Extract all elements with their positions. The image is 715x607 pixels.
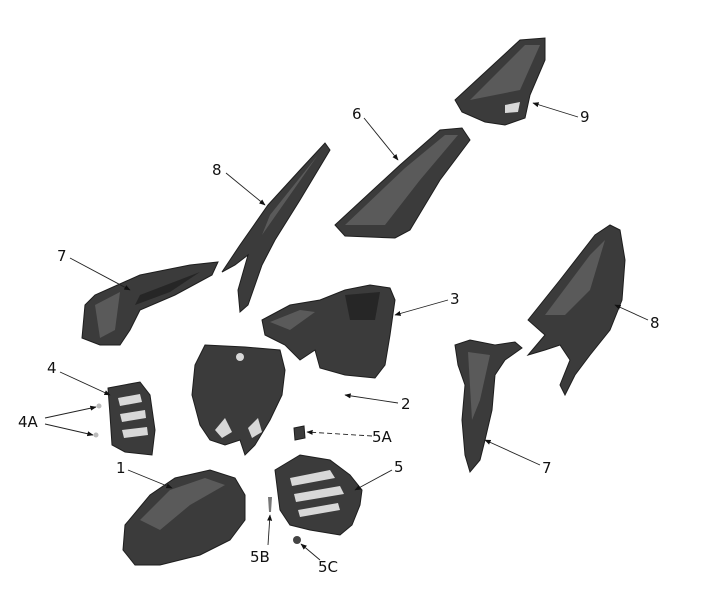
part-5B-screw <box>268 497 272 512</box>
label-5: 5 <box>394 458 404 476</box>
part-6-seat <box>334 127 471 239</box>
label-1: 1 <box>116 459 126 477</box>
label-9: 9 <box>580 108 590 126</box>
label-5B: 5B <box>250 548 270 566</box>
label-7-right: 7 <box>542 459 552 477</box>
label-4: 4 <box>47 359 57 377</box>
leader-lines <box>44 102 649 561</box>
label-5A: 5A <box>372 428 393 446</box>
label-7-left: 7 <box>57 247 67 265</box>
part-7-right-shroud <box>454 339 523 474</box>
part-5-cover <box>274 454 363 536</box>
label-4A: 4A <box>18 413 39 431</box>
label-8-left: 8 <box>212 161 222 179</box>
part-7-left-shroud <box>81 261 219 346</box>
label-8-right: 8 <box>650 314 660 332</box>
part-5A-clip <box>293 425 306 441</box>
part-4A-fasteners <box>93 403 102 438</box>
part-4-grille <box>107 381 156 456</box>
label-3: 3 <box>450 290 460 308</box>
part-5C-screw <box>293 536 301 544</box>
part-labels: 9 6 8 7 3 8 4 4A 2 5A 1 5 7 5B 5C <box>18 105 660 576</box>
part-8-left-side-panel <box>221 142 331 314</box>
part-8-right-side-panel <box>526 224 626 397</box>
label-5C: 5C <box>318 558 338 576</box>
part-3-airbox <box>261 284 396 379</box>
label-6: 6 <box>352 105 362 123</box>
part-1-front-fender <box>122 469 246 566</box>
part-9-rear-fender <box>454 37 546 126</box>
label-2: 2 <box>401 395 411 413</box>
part-2-number-plate <box>191 344 286 456</box>
